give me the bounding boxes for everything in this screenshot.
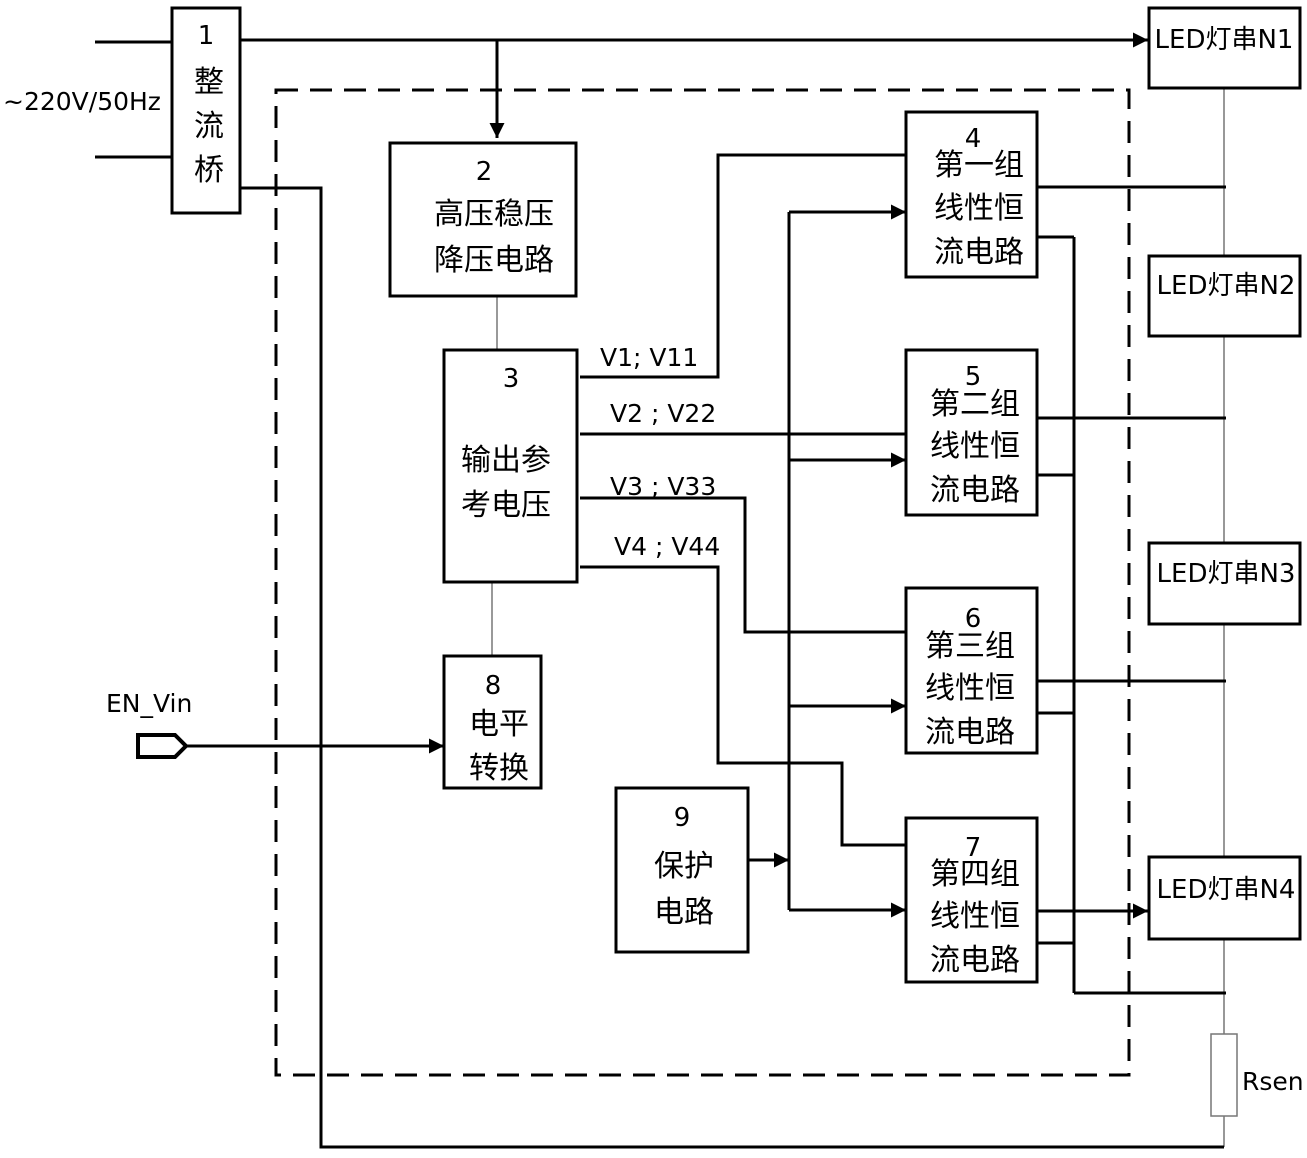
- block-7-current-source: [904, 816, 1039, 984]
- led-string-n2: [1147, 254, 1302, 338]
- block-8-number: 8: [485, 671, 502, 701]
- signal-label-v2: V2 ; V22: [610, 399, 716, 428]
- block-4-line: 第一组: [934, 148, 1024, 183]
- ground-return-wire: [240, 186, 1224, 1149]
- led-string-n1-label: LED灯串N1: [1155, 25, 1294, 55]
- signal-label-v3: V3 ; V33: [610, 472, 716, 501]
- en-label: EN_Vin: [106, 689, 192, 718]
- block-2-line: 高压稳压: [434, 197, 554, 232]
- block-2-line: 降压电路: [434, 243, 554, 278]
- v4-wire: [580, 565, 906, 847]
- block-2-hv-regulator: [388, 141, 578, 298]
- signal-label-v1: V1; V11: [600, 343, 698, 372]
- block-3-reference-voltage: [442, 348, 579, 584]
- v3-wire: [580, 496, 906, 634]
- block-3-line: 输出参: [461, 443, 551, 478]
- block-3-line: 考电压: [461, 488, 551, 523]
- block-2-number: 2: [476, 157, 493, 187]
- block-5-line: 第二组: [930, 387, 1020, 422]
- dashed-module-boundary: [274, 88, 1131, 1077]
- block-7-line: 流电路: [930, 943, 1020, 978]
- block-9-protection: [614, 786, 750, 954]
- block-1-line: 流: [194, 109, 224, 144]
- block-9-number: 9: [674, 803, 691, 833]
- block-5-number: 5: [965, 362, 982, 392]
- block-4-line: 流电路: [934, 235, 1024, 270]
- block-1-line: 桥: [194, 153, 224, 188]
- block-6-line: 流电路: [925, 715, 1015, 750]
- block-5-line: 线性恒: [930, 429, 1020, 464]
- block-3-number: 3: [503, 364, 520, 394]
- led-string-n4-label: LED灯串N4: [1157, 875, 1296, 905]
- led-string-n3-label: LED灯串N3: [1157, 559, 1296, 589]
- block-6-line: 线性恒: [925, 671, 1015, 706]
- block-8-level-shifter: [442, 654, 543, 790]
- block-1-number: 1: [198, 21, 215, 51]
- block-6-line: 第三组: [925, 629, 1015, 664]
- block-1-rectifier-bridge: [170, 6, 242, 215]
- block-5-current-source: [904, 348, 1039, 517]
- block-1-line: 整: [194, 65, 224, 100]
- block-4-line: 线性恒: [934, 191, 1024, 226]
- block-9-line: 电路: [654, 895, 714, 930]
- signal-label-v4: V4 ; V44: [614, 532, 720, 561]
- led-string-n4: [1147, 855, 1302, 941]
- led-string-n1: [1147, 6, 1302, 90]
- block-7-line: 线性恒: [930, 899, 1020, 934]
- block-7-line: 第四组: [930, 857, 1020, 892]
- block-4-current-source: [904, 110, 1039, 279]
- block-7-number: 7: [965, 833, 982, 863]
- block-5-line: 流电路: [930, 473, 1020, 508]
- ac-voltage-label: ~220V/50Hz: [3, 87, 161, 116]
- block-4-number: 4: [965, 124, 982, 154]
- led-string-n3: [1147, 541, 1302, 626]
- rsen-resistor-icon: [1210, 1033, 1238, 1117]
- block-8-line: 转换: [469, 751, 529, 786]
- block-6-number: 6: [965, 604, 982, 634]
- block-8-line: 电平: [469, 707, 529, 742]
- led-string-n2-label: LED灯串N2: [1157, 271, 1296, 301]
- en-port-icon: [136, 733, 189, 759]
- block-6-current-source: [904, 586, 1039, 755]
- rsen-label: Rsen: [1242, 1067, 1304, 1096]
- block-9-line: 保护: [654, 849, 714, 884]
- v1-wire: [580, 153, 906, 379]
